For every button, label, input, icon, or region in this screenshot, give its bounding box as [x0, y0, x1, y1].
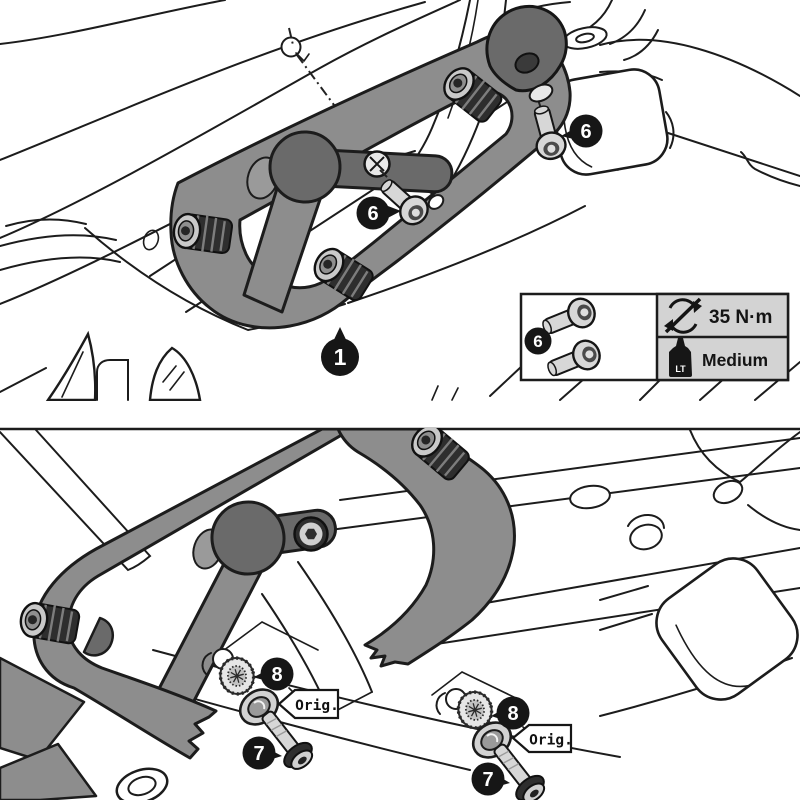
callout-6-top: 6 [561, 114, 603, 148]
orig-part-label-left: Orig. [277, 688, 340, 720]
carrier-mounting-tab [246, 130, 454, 204]
fairing-wedges [0, 616, 114, 800]
alignment-axis-top [288, 27, 294, 46]
orig-left-text: Orig. [295, 698, 339, 714]
callout-6-mid: 6 [356, 196, 401, 230]
washer-mid [427, 194, 445, 210]
callout-6-top-label: 6 [580, 121, 591, 143]
no-power-tools-torque-icon [664, 297, 702, 334]
threadlocker-bottle-icon: LT [669, 338, 692, 377]
callout-8-left-label: 8 [271, 664, 282, 686]
torque-value: 35 N·m [709, 307, 772, 328]
callout-7-left-label: 7 [253, 743, 264, 765]
hex-socket [305, 528, 317, 540]
callout-7-right-label: 7 [482, 769, 493, 791]
washer-outline [142, 229, 160, 251]
callout-8-right: 8 [491, 696, 530, 730]
step-1-panel: 6 6 1 6 35 [0, 0, 800, 401]
item-badge [524, 327, 552, 355]
callout-8-left: 8 [254, 657, 294, 691]
step-2-panel: 8 7 8 7 Orig. Orig. [0, 428, 800, 800]
threadlocker-grade: Medium [702, 350, 768, 370]
carrier-right-arm-broken [336, 428, 516, 668]
callout-8-right-label: 8 [507, 703, 518, 725]
carrier-mounting-tab-bolted [192, 500, 337, 576]
torque-spec-box: 6 35 N·m LT Medium [519, 292, 790, 385]
alignment-axis-tab [379, 169, 408, 198]
orig-part-label-right: Orig. [511, 723, 573, 754]
footpeg-rubber-bottom [655, 557, 799, 701]
callout-6-mid-label: 6 [367, 203, 378, 225]
item-badge-label: 6 [533, 332, 542, 351]
carrier-hook-mount [485, 5, 568, 103]
bottle-label: LT [675, 364, 686, 374]
orig-right-text: Orig. [529, 733, 573, 749]
hole-cross-mark [369, 156, 385, 172]
callout-1-label: 1 [334, 344, 347, 370]
callout-1: 1 [321, 327, 359, 376]
callout-7-left: 7 [242, 736, 282, 770]
callout-7-right: 7 [471, 762, 510, 796]
